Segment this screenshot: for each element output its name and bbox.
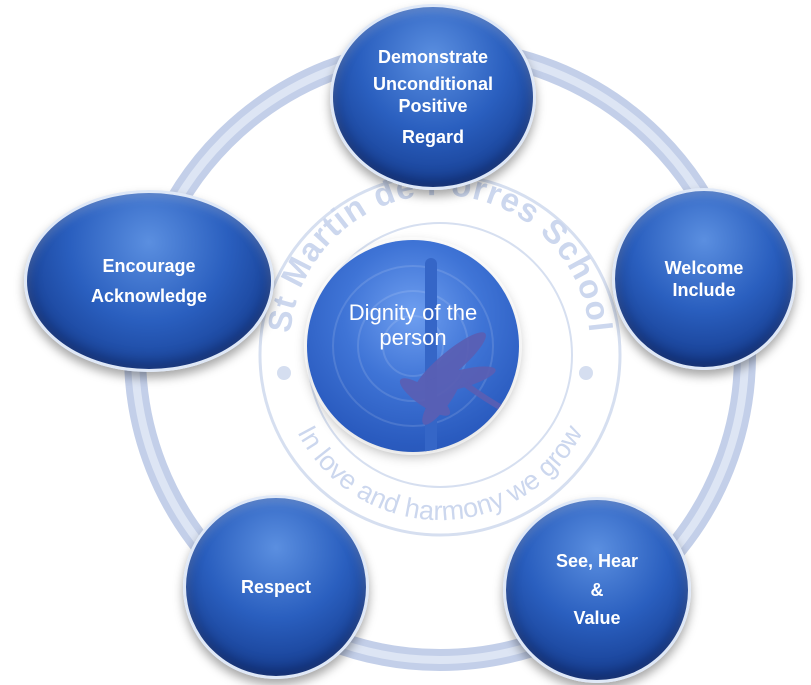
node-line: Encourage — [102, 255, 196, 276]
center-art — [332, 258, 519, 452]
center-circle: Dignity of the person — [307, 240, 519, 452]
node-line: Positive — [398, 96, 468, 116]
node-line: Value — [573, 608, 621, 629]
node-line: Respect — [240, 576, 312, 597]
node-line: & — [590, 579, 604, 600]
node-line: Welcome — [664, 257, 744, 278]
node-line: See, Hear — [555, 551, 639, 572]
node-welcome-include: Welcome Include — [612, 188, 796, 370]
node-demonstrate-regard: Demonstrate Unconditional Positive Regar… — [330, 4, 536, 190]
node-encourage-acknowledge: Encourage Acknowledge — [24, 190, 274, 372]
logo-dot-right — [579, 366, 593, 380]
node-line: Regard — [401, 126, 464, 147]
node-line: Demonstrate — [377, 47, 489, 67]
node-line: Include — [672, 280, 736, 300]
center-title: Dignity of the person — [307, 300, 519, 351]
dragonfly-icon — [399, 332, 519, 425]
node-see-hear-value: See, Hear & Value — [503, 497, 691, 683]
node-line: Acknowledge — [90, 286, 208, 306]
logo-dot-left — [277, 366, 291, 380]
center-title-line2: person — [379, 325, 447, 351]
center-title-line1: Dignity of the — [348, 300, 478, 325]
node-line: Unconditional — [373, 73, 493, 94]
node-respect: Respect — [183, 495, 369, 679]
